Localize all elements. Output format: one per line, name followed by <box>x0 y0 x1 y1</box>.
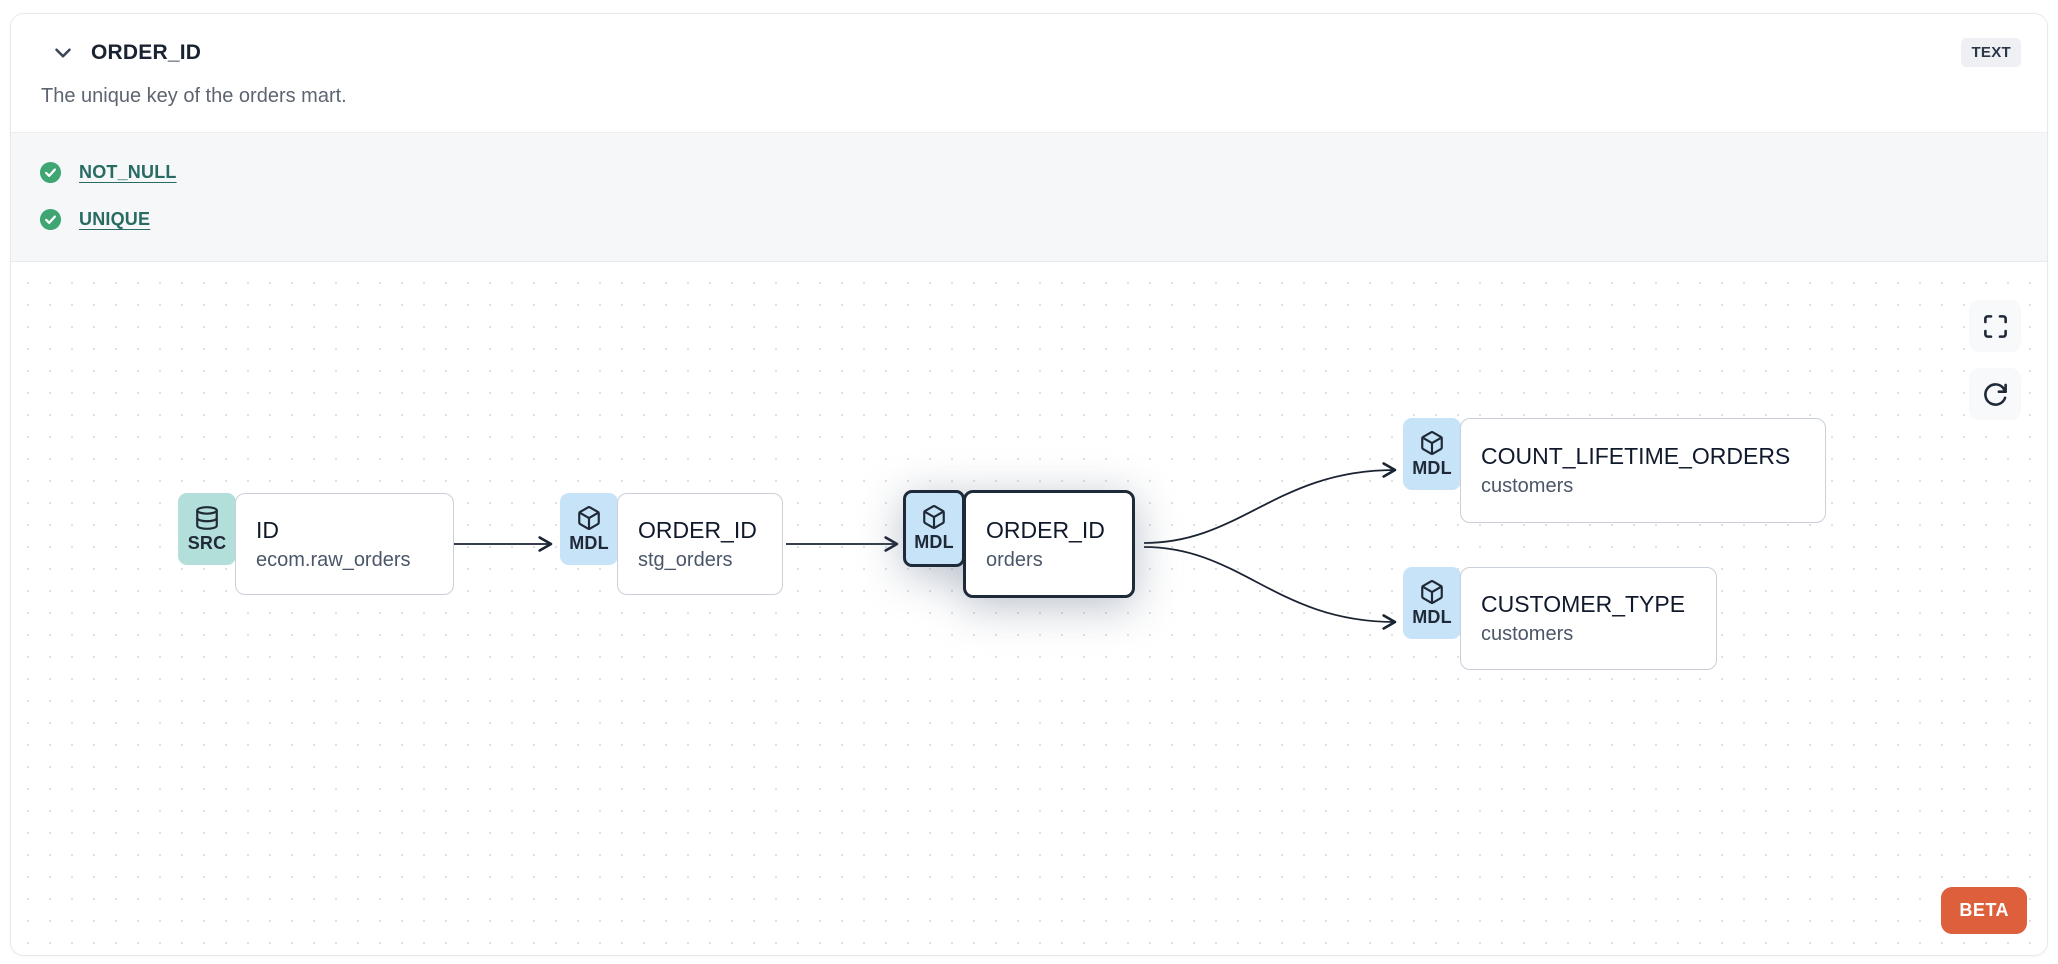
node-subtitle: stg_orders <box>638 548 733 571</box>
node-badge-src: SRC <box>178 493 236 565</box>
beta-badge: BETA <box>1941 887 2027 934</box>
node-badge-mdl: MDL <box>903 490 965 567</box>
test-link-unique[interactable]: UNIQUE <box>79 209 151 229</box>
node-badge-mdl: MDL <box>1403 567 1461 639</box>
lineage-canvas[interactable]: SRC ID ecom.raw_orders MDL ORDER_ID stg_… <box>11 262 2047 951</box>
node-card: ORDER_ID stg_orders <box>617 493 783 595</box>
node-card: CUSTOMER_TYPE customers <box>1460 567 1717 670</box>
refresh-button[interactable] <box>1969 368 2021 420</box>
test-row: UNIQUE <box>39 197 2047 243</box>
column-details-panel: ORDER_ID TEXT The unique key of the orde… <box>10 13 2048 956</box>
database-icon <box>196 505 218 530</box>
node-badge-label: MDL <box>1412 606 1452 627</box>
node-title: ID <box>256 516 279 543</box>
node-badge-label: MDL <box>569 532 609 553</box>
node-badge-label: MDL <box>1412 457 1452 478</box>
column-description: The unique key of the orders mart. <box>41 85 347 107</box>
fullscreen-icon <box>1983 314 2007 338</box>
node-badge-mdl: MDL <box>1403 418 1461 490</box>
column-type-badge: TEXT <box>1961 38 2021 67</box>
canvas-controls <box>1969 300 2021 420</box>
cube-icon <box>1421 430 1443 455</box>
collapse-toggle-button[interactable] <box>49 39 77 67</box>
check-circle-icon <box>39 161 62 184</box>
node-subtitle: customers <box>1481 623 1574 645</box>
edge <box>1143 462 1397 544</box>
node-title: COUNT_LIFETIME_ORDERS <box>1481 443 1791 469</box>
page-title: ORDER_ID <box>91 40 202 64</box>
node-title: ORDER_ID <box>986 516 1105 543</box>
tests-section: NOT_NULL UNIQUE <box>11 132 2047 262</box>
node-badge-label: MDL <box>914 532 954 552</box>
fullscreen-button[interactable] <box>1969 300 2021 352</box>
cube-icon <box>923 505 945 530</box>
cube-icon <box>1421 579 1443 604</box>
node-card: ID ecom.raw_orders <box>235 493 454 595</box>
refresh-icon <box>1983 382 2007 406</box>
node-card: COUNT_LIFETIME_ORDERS customers <box>1460 418 1826 523</box>
node-subtitle: ecom.raw_orders <box>256 548 411 571</box>
chevron-down-icon <box>55 47 71 58</box>
cube-icon <box>578 505 600 530</box>
node-title: ORDER_ID <box>638 516 757 543</box>
node-subtitle: customers <box>1481 475 1574 497</box>
lineage-edges <box>454 462 1397 630</box>
panel-header: ORDER_ID TEXT The unique key of the orde… <box>11 14 2047 132</box>
edge <box>1143 546 1397 630</box>
test-row: NOT_NULL <box>39 150 2047 196</box>
test-link-not-null[interactable]: NOT_NULL <box>79 162 177 182</box>
node-badge-label: SRC <box>187 532 227 553</box>
node-badge-mdl: MDL <box>560 493 618 565</box>
check-circle-icon <box>39 208 62 231</box>
node-card: ORDER_ID orders <box>963 490 1135 598</box>
node-title: CUSTOMER_TYPE <box>1481 591 1686 617</box>
node-subtitle: orders <box>986 548 1043 571</box>
